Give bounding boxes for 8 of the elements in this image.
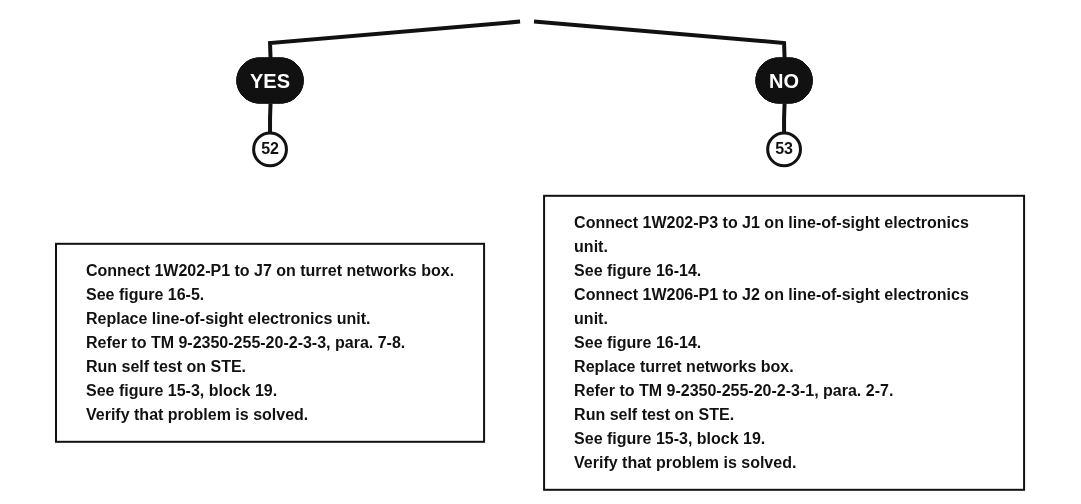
connector xyxy=(534,19,788,59)
node-box: Connect 1W202-P1 to J7 on turret networks box. See figure 16-5. Replace line-of-sight electronics unit. Refer to TM 9-2350-255-20-2-3-3, para. 7-8. Run self test on STE. See figure 15-3, block 19. Verify that problem is solved. xyxy=(55,242,486,443)
connector xyxy=(268,103,273,134)
connector xyxy=(782,103,788,134)
node-box: Connect 1W202-P3 to J1 on line-of-sight electronics unit. See figure 16-14. Connect 1W206-P1 to J2 on line-of-sight electronics unit. See figure 16-14. Replace turret networks box. Refer to TM 9-2350-255-20-2-3-1, para. 2-7. Run self test on STE. See figure 15-3, block 19. Verify that problem is solved. xyxy=(543,194,1026,491)
node-circle: 53 xyxy=(766,131,803,168)
node-circle: 52 xyxy=(252,131,289,168)
connector xyxy=(268,19,521,59)
